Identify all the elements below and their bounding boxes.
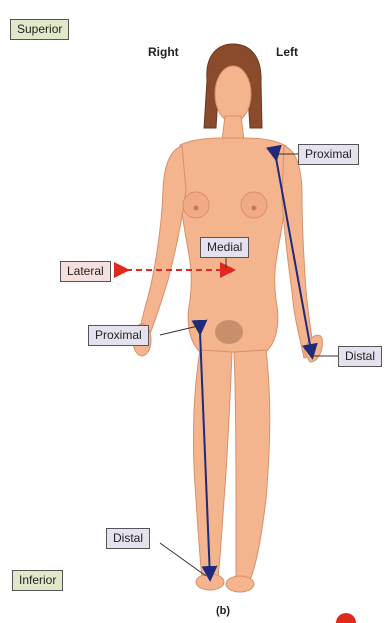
right-direction-label: Right [148, 45, 179, 59]
left-breast [241, 192, 267, 218]
left-leg [234, 350, 270, 580]
medial-label: Medial [200, 237, 249, 258]
figure-caption: (b) [216, 605, 230, 617]
left-foot [226, 576, 254, 592]
left-arm [282, 146, 314, 358]
human-body [133, 44, 322, 592]
distal-left-arm-label: Distal [338, 346, 382, 367]
proximal-left-arm-label: Proximal [298, 144, 359, 165]
head [215, 66, 251, 122]
corner-marker [336, 613, 356, 623]
left-direction-label: Left [276, 45, 298, 59]
superior-label: Superior [10, 19, 69, 40]
lateral-label: Lateral [60, 261, 111, 282]
inferior-label: Inferior [12, 570, 63, 591]
right-leg [193, 350, 232, 578]
neck [222, 116, 244, 140]
pubic-region [215, 320, 243, 344]
proximal-right-leg-label: Proximal [88, 325, 149, 346]
distal-right-leg-label: Distal [106, 528, 150, 549]
right-arm [140, 146, 186, 334]
right-breast [183, 192, 209, 218]
